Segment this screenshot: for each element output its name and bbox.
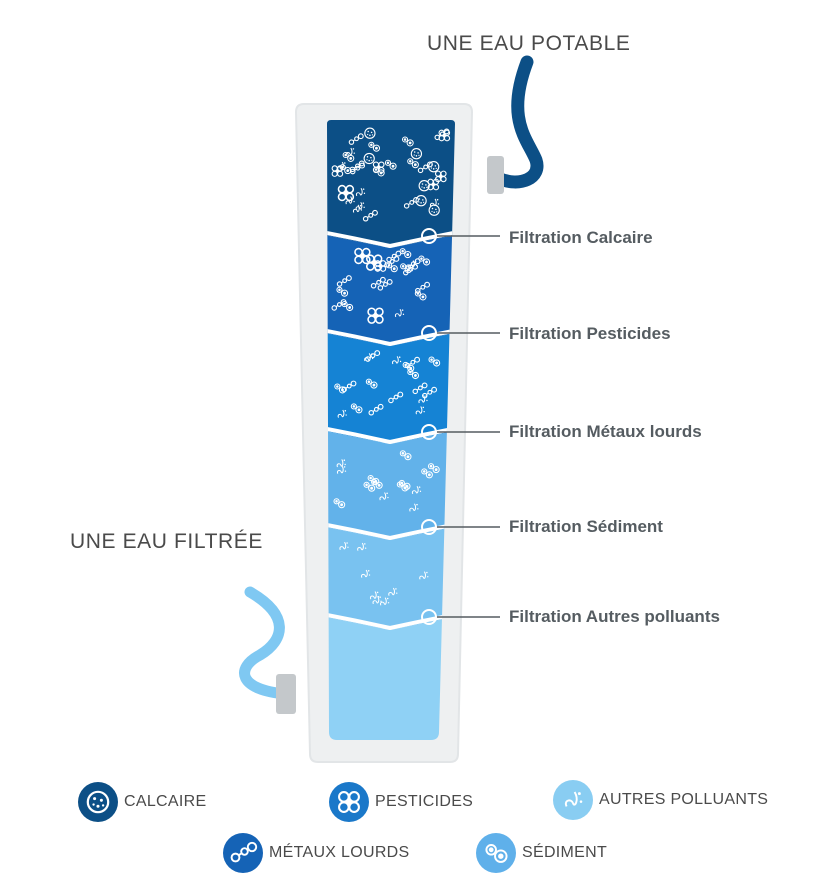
legend-badge-pesticides bbox=[329, 782, 369, 822]
calcaire-icon bbox=[86, 790, 110, 814]
heading-potable-water: UNE EAU POTABLE bbox=[427, 32, 631, 55]
legend-item-autres-polluants: AUTRES POLLUANTS bbox=[553, 780, 768, 820]
callout-label-sediment: Filtration Sédiment bbox=[509, 517, 663, 536]
legend-item-sediment: SÉDIMENT bbox=[476, 833, 607, 873]
inlet-hose bbox=[239, 586, 292, 700]
outlet-connector bbox=[487, 156, 504, 194]
filter-layers bbox=[327, 120, 455, 740]
legend-badge-sediment bbox=[476, 833, 516, 873]
callout-label-autres-polluants: Filtration Autres polluants bbox=[509, 607, 720, 626]
metaux-lourds-icon bbox=[230, 841, 258, 863]
filter-layer-2 bbox=[327, 230, 455, 346]
callout-marker-3 bbox=[421, 424, 437, 440]
callout-label-calcaire: Filtration Calcaire bbox=[509, 228, 653, 247]
callout-marker-1 bbox=[421, 228, 437, 244]
callout-label-pesticides: Filtration Pesticides bbox=[509, 324, 671, 343]
heading-filtered-water: UNE EAU FILTRÉE bbox=[70, 530, 263, 553]
legend-label-autres-polluants: AUTRES POLLUANTS bbox=[599, 791, 769, 808]
callout-marker-4 bbox=[421, 519, 437, 535]
legend-label-sediment: SÉDIMENT bbox=[522, 844, 608, 861]
filter-layer-3 bbox=[327, 328, 455, 444]
filter-layer-1 bbox=[327, 120, 455, 248]
legend-badge-metaux-lourds bbox=[223, 833, 263, 873]
callout-marker-2 bbox=[421, 325, 437, 341]
legend-badge-autres-polluants bbox=[553, 780, 593, 820]
callout-label-metaux-lourds: Filtration Métaux lourds bbox=[509, 422, 702, 441]
legend-label-calcaire: CALCAIRE bbox=[124, 793, 207, 810]
filter-layer-6 bbox=[327, 612, 455, 740]
callout-lines bbox=[421, 228, 500, 625]
legend-item-metaux-lourds: MÉTAUX LOURDS bbox=[223, 833, 410, 873]
sediment-icon bbox=[485, 844, 508, 863]
outlet-hose bbox=[491, 55, 544, 189]
legend-label-metaux-lourds: MÉTAUX LOURDS bbox=[269, 844, 410, 861]
legend-item-calcaire: CALCAIRE bbox=[78, 782, 206, 822]
legend-badge-calcaire bbox=[78, 782, 118, 822]
legend-item-pesticides: PESTICIDES bbox=[329, 782, 473, 822]
legend-label-pesticides: PESTICIDES bbox=[375, 793, 474, 810]
inlet-connector bbox=[276, 674, 296, 714]
callout-marker-5 bbox=[421, 609, 437, 625]
autres-polluants-icon bbox=[564, 791, 584, 808]
pesticides-icon bbox=[338, 791, 360, 813]
filter-layer-4 bbox=[327, 426, 455, 540]
